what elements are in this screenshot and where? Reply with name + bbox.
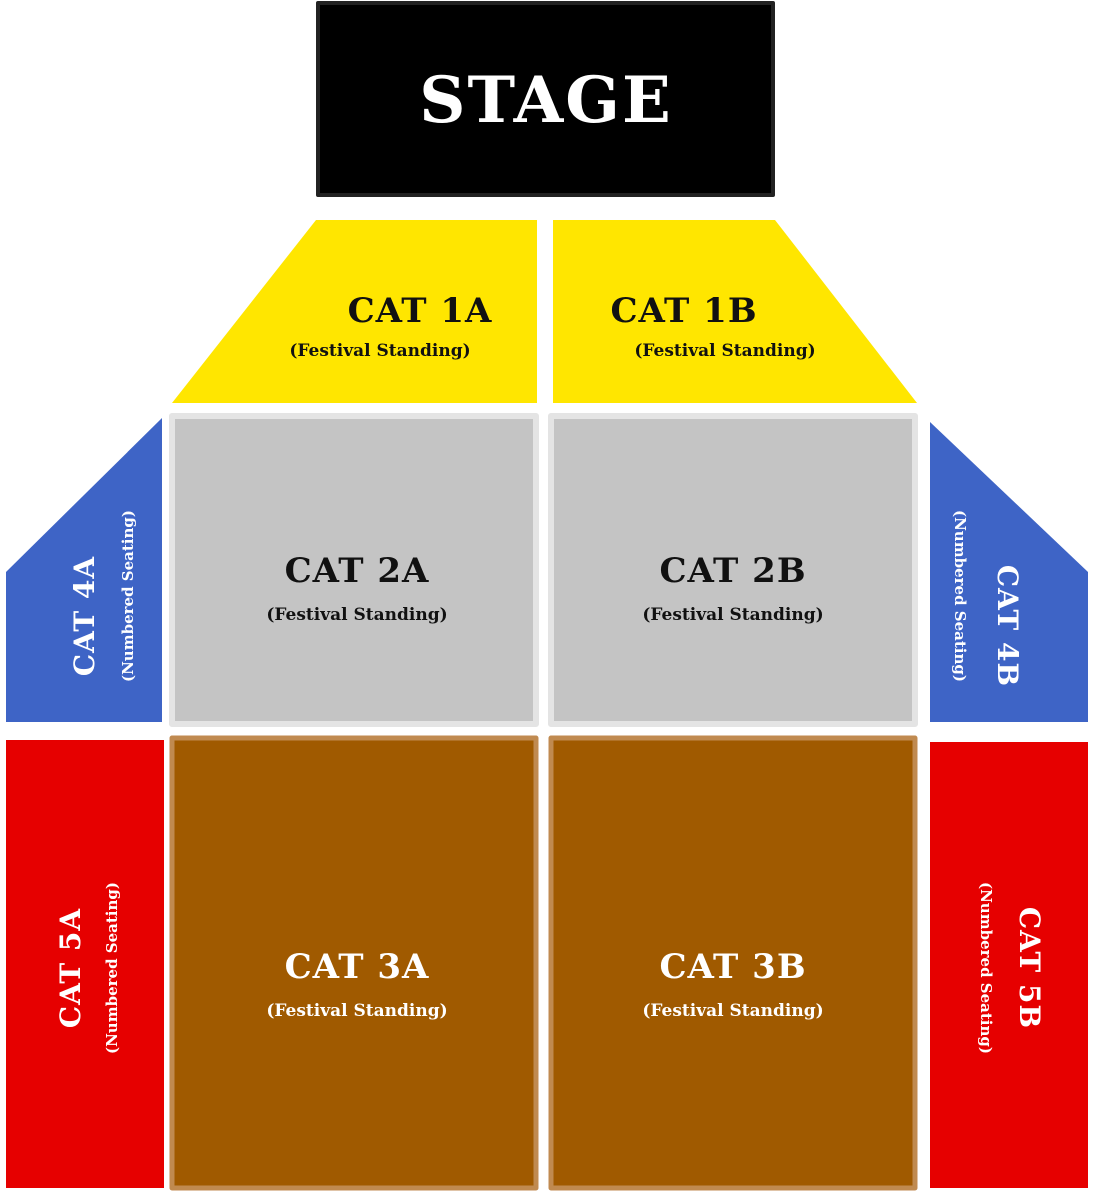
cat-3a-type: (Festival Standing) <box>266 1001 447 1021</box>
stage-block <box>316 1 775 197</box>
cat-5a-area[interactable] <box>6 740 164 1188</box>
cat-1a-type: (Festival Standing) <box>289 341 470 361</box>
cat-5a-name: CAT 5A <box>54 908 87 1029</box>
cat-2a-type: (Festival Standing) <box>266 605 447 625</box>
cat-1b-area[interactable] <box>553 220 917 403</box>
cat-1b-type: (Festival Standing) <box>634 341 815 361</box>
cat-1b-name: CAT 1B <box>610 291 757 331</box>
cat-2b-name: CAT 2B <box>659 551 806 591</box>
zone-cat-2a[interactable]: CAT 2A (Festival Standing) <box>169 413 539 727</box>
cat-3b-area[interactable] <box>548 735 918 1191</box>
cat-1a-area[interactable] <box>172 220 537 403</box>
cat-5b-name: CAT 5B <box>1013 907 1046 1029</box>
cat-4a-type: (Numbered Seating) <box>119 510 137 682</box>
cat-1a-name: CAT 1A <box>348 291 493 331</box>
zone-cat-5b[interactable]: CAT 5B (Numbered Seating) <box>930 742 1088 1188</box>
cat-4b-area[interactable] <box>930 422 1088 722</box>
cat-3b-type: (Festival Standing) <box>642 1001 823 1021</box>
cat-5a-type: (Numbered Seating) <box>103 882 121 1054</box>
cat-4b-name: CAT 4B <box>991 565 1024 687</box>
cat-5b-area[interactable] <box>930 742 1088 1188</box>
cat-3a-name: CAT 3A <box>285 947 430 987</box>
zone-cat-4a[interactable]: CAT 4A (Numbered Seating) <box>6 418 162 722</box>
zone-cat-3b[interactable]: CAT 3B (Festival Standing) <box>548 735 918 1191</box>
cat-2b-area[interactable] <box>548 413 918 727</box>
cat-3b-name: CAT 3B <box>659 947 806 987</box>
cat-3a-area[interactable] <box>169 735 539 1191</box>
cat-2b-type: (Festival Standing) <box>642 605 823 625</box>
cat-2a-area[interactable] <box>169 413 539 727</box>
stage-label: STAGE <box>419 63 672 138</box>
zone-cat-1a[interactable]: CAT 1A (Festival Standing) <box>172 220 537 403</box>
cat-4b-type: (Numbered Seating) <box>951 510 969 682</box>
cat-2a-name: CAT 2A <box>285 551 430 591</box>
cat-4a-area[interactable] <box>6 418 162 722</box>
zone-cat-1b[interactable]: CAT 1B (Festival Standing) <box>553 220 917 403</box>
cat-4a-name: CAT 4A <box>68 556 101 677</box>
stage: STAGE <box>316 1 775 197</box>
zone-cat-2b[interactable]: CAT 2B (Festival Standing) <box>548 413 918 727</box>
zone-cat-4b[interactable]: CAT 4B (Numbered Seating) <box>930 422 1088 722</box>
cat-5b-type: (Numbered Seating) <box>977 882 995 1054</box>
zone-cat-3a[interactable]: CAT 3A (Festival Standing) <box>169 735 539 1191</box>
zone-cat-5a[interactable]: CAT 5A (Numbered Seating) <box>6 740 164 1188</box>
